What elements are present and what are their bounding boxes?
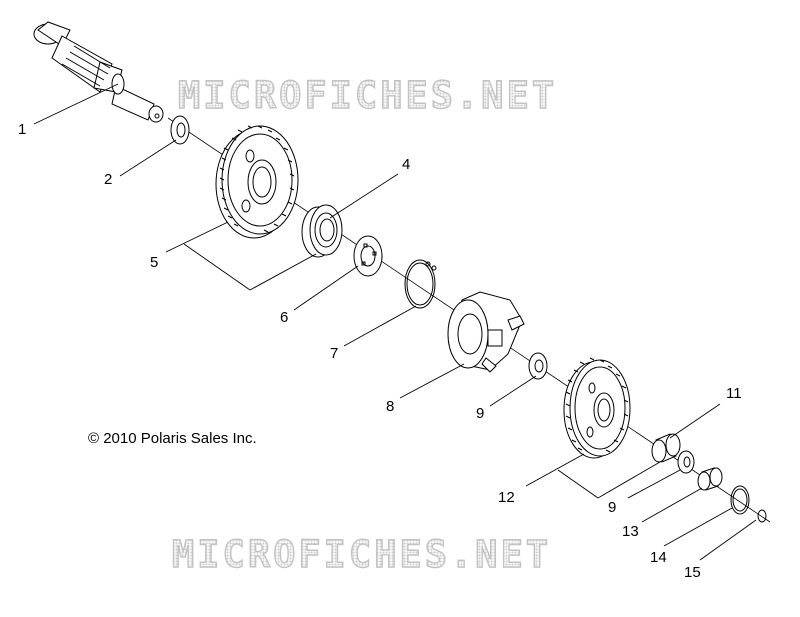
label-part-7: 7 [330, 345, 339, 362]
copyright-text: © 2010 Polaris Sales Inc. [88, 430, 257, 447]
washer-part-2 [170, 115, 190, 145]
label-part-6: 6 [280, 309, 289, 326]
label-part-4: 4 [402, 156, 411, 173]
bearing-part-4 [301, 204, 343, 258]
label-part-11: 11 [726, 385, 742, 402]
bushing-part-13 [697, 467, 723, 491]
label-part-8: 8 [386, 398, 395, 415]
label-part-9a: 9 [476, 405, 485, 422]
gear-part-12 [563, 357, 631, 459]
label-part-9b: 9 [608, 499, 617, 516]
label-part-14: 14 [650, 549, 667, 566]
ring-part-15 [757, 509, 767, 523]
label-part-12: 12 [498, 489, 515, 506]
watermark-bottom: MICROFICHES.NET [171, 532, 552, 576]
snap-ring-part-7 [404, 259, 437, 309]
watermark-top: MICROFICHES.NET [177, 73, 558, 117]
washer-part-9b [677, 450, 695, 474]
leader-lines [33, 83, 757, 561]
gear-part-5 [215, 125, 299, 239]
washer-part-9a [528, 352, 548, 380]
snap-ring-part-14 [730, 485, 750, 515]
splined-washer-part-6 [353, 235, 383, 277]
label-part-2: 2 [104, 171, 113, 188]
clutch-hub-part-8 [447, 291, 525, 373]
shaft-part-1 [33, 21, 164, 123]
label-part-5: 5 [150, 254, 159, 271]
bushing-part-11 [651, 433, 681, 463]
label-part-13: 13 [622, 523, 639, 540]
label-part-1: 1 [18, 121, 27, 138]
label-part-15: 15 [684, 564, 701, 581]
